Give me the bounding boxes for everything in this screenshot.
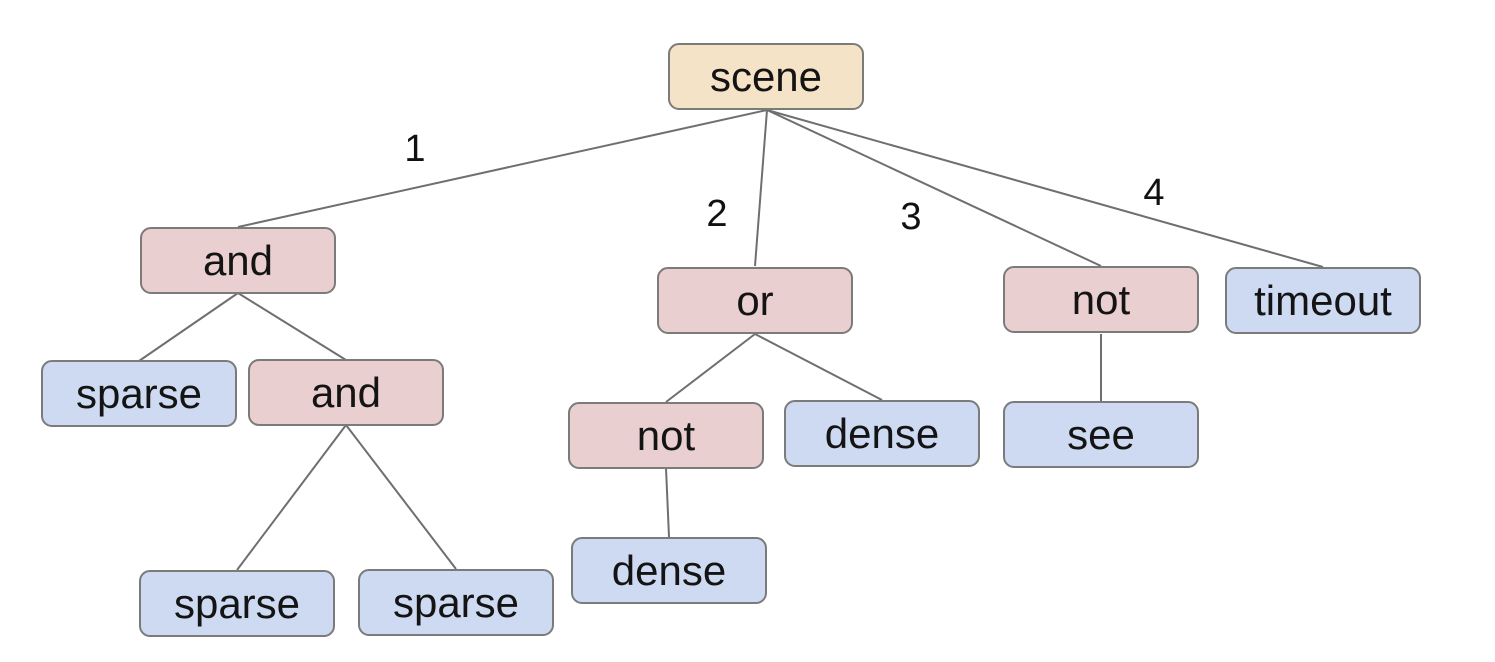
node-scene: scene bbox=[668, 43, 864, 110]
node-dense-1: dense bbox=[784, 400, 980, 467]
node-sparse-2-label: sparse bbox=[173, 579, 301, 627]
edge-or-dense bbox=[754, 333, 883, 401]
edge-label-3: 3 bbox=[900, 196, 922, 238]
node-not-1: not bbox=[1003, 266, 1199, 333]
edge-and-and bbox=[237, 292, 347, 361]
node-and-2-label: and bbox=[310, 368, 382, 416]
node-not-1-label: not bbox=[1071, 275, 1131, 323]
edge-or-not bbox=[665, 333, 756, 403]
node-not-2-label: not bbox=[636, 411, 696, 459]
node-or: or bbox=[657, 267, 853, 334]
node-sparse-1: sparse bbox=[41, 360, 237, 427]
node-see: see bbox=[1003, 401, 1199, 468]
edge-and2-sparse2 bbox=[345, 424, 457, 570]
edge-label-4: 4 bbox=[1143, 172, 1165, 214]
node-or-label: or bbox=[736, 276, 774, 324]
node-dense-2-label: dense bbox=[611, 546, 727, 594]
node-dense-1-label: dense bbox=[824, 409, 940, 457]
edge-and-sparse bbox=[138, 292, 239, 362]
edge-not2-dense bbox=[665, 467, 670, 538]
edge-scene-or bbox=[754, 109, 768, 267]
node-timeout-label: timeout bbox=[1254, 276, 1392, 324]
edge-and2-sparse bbox=[236, 424, 347, 571]
node-sparse-3-label: sparse bbox=[392, 578, 520, 626]
node-sparse-2: sparse bbox=[139, 570, 335, 637]
node-and-2: and bbox=[248, 359, 444, 426]
edge-scene-and bbox=[237, 109, 768, 228]
edge-scene-not bbox=[766, 109, 1102, 267]
node-and-1: and bbox=[140, 227, 336, 294]
node-dense-2: dense bbox=[571, 537, 767, 604]
node-see-label: see bbox=[1067, 410, 1135, 458]
edge-label-1: 1 bbox=[404, 128, 426, 170]
node-not-2: not bbox=[568, 402, 764, 469]
node-timeout: timeout bbox=[1225, 267, 1421, 334]
node-and-1-label: and bbox=[202, 236, 274, 284]
node-sparse-3: sparse bbox=[358, 569, 554, 636]
node-scene-label: scene bbox=[709, 52, 823, 100]
edge-label-2: 2 bbox=[706, 193, 728, 235]
edge-scene-timeout bbox=[766, 109, 1324, 268]
node-sparse-1-label: sparse bbox=[75, 369, 203, 417]
